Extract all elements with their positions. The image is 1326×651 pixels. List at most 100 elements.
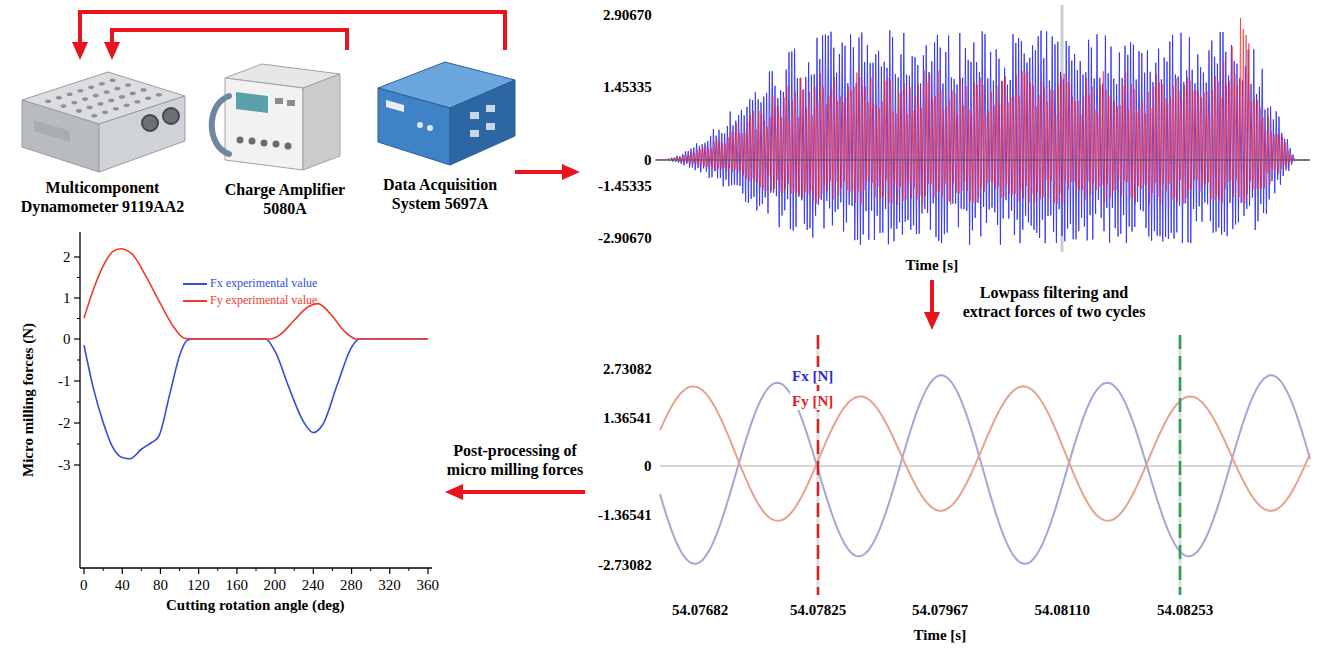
fx-processed-curve bbox=[84, 339, 428, 459]
mounting-hole bbox=[108, 99, 114, 103]
charge-amplifier-illustration bbox=[212, 64, 340, 170]
amplifier-port bbox=[237, 137, 244, 144]
mounting-hole bbox=[82, 97, 88, 101]
mounting-hole bbox=[130, 92, 136, 96]
axis-tick bbox=[74, 256, 80, 257]
legend-text: Fy experimental value bbox=[210, 293, 317, 307]
axis-tick-label: -2 bbox=[58, 414, 71, 432]
axis-tick bbox=[389, 568, 390, 574]
axis-tick bbox=[198, 568, 199, 574]
mounting-hole bbox=[45, 100, 51, 104]
mounting-hole bbox=[93, 94, 99, 98]
zero-line bbox=[655, 160, 1310, 161]
axis-tick bbox=[74, 297, 80, 298]
flow-arrow bbox=[80, 12, 505, 50]
mounting-hole bbox=[102, 110, 108, 114]
axis-tick bbox=[83, 568, 84, 574]
axis-tick-label: 2.90670 bbox=[603, 6, 652, 24]
axis-tick bbox=[74, 338, 80, 339]
axis-tick-label: 200 bbox=[264, 576, 287, 594]
node-text: Multicomponent Dynamometer 9119AA2 bbox=[10, 178, 195, 216]
axis-minor-tick bbox=[370, 568, 371, 571]
daq-badge bbox=[386, 100, 404, 112]
axis-tick-label: 0 bbox=[80, 576, 88, 594]
axis-tick-label: -1.36541 bbox=[598, 506, 652, 524]
axis-minor-tick bbox=[77, 318, 80, 319]
axis-tick bbox=[236, 568, 237, 574]
axis-tick-label: 280 bbox=[340, 576, 363, 594]
amplifier-side bbox=[303, 74, 340, 170]
legend-entry: Fy experimental value bbox=[183, 293, 317, 307]
axis-minor-tick bbox=[332, 568, 333, 571]
daq-led bbox=[417, 122, 423, 128]
axis-minor-tick bbox=[77, 277, 80, 278]
axis-tick bbox=[351, 568, 352, 574]
axis-tick-label: 160 bbox=[225, 576, 248, 594]
axis-minor-tick bbox=[77, 360, 80, 361]
mounting-hole bbox=[76, 109, 82, 113]
data-acquisition-illustration bbox=[378, 62, 515, 165]
filtered-force-chart: Fx [N] Fy [N] Time [s] bbox=[585, 330, 1315, 645]
dynamometer-side bbox=[22, 100, 99, 172]
axis-tick-label: 80 bbox=[153, 576, 168, 594]
legend-line-sample bbox=[183, 283, 207, 285]
mounting-hole bbox=[134, 100, 140, 104]
mounting-hole bbox=[114, 87, 120, 91]
axis-tick bbox=[427, 568, 428, 574]
axis-tick bbox=[122, 568, 123, 574]
axis-title: Time [s] bbox=[914, 626, 967, 644]
axis-tick-label: 54.08253 bbox=[1157, 601, 1213, 619]
y-axis bbox=[79, 232, 80, 568]
axis-tick-label: 0 bbox=[63, 330, 71, 348]
axis-tick-label: 120 bbox=[187, 576, 210, 594]
series-label: Fy [N] bbox=[790, 392, 835, 410]
mounting-hole bbox=[156, 93, 162, 97]
axis-title: Micro milling forces (N) bbox=[19, 323, 37, 477]
axis-tick-label: 2 bbox=[63, 248, 71, 266]
axis-tick bbox=[74, 422, 80, 423]
axis-tick-label: -1 bbox=[58, 372, 71, 390]
axis-tick-label: 1.45335 bbox=[603, 78, 652, 96]
legend-line-sample bbox=[183, 300, 207, 302]
daq-led bbox=[427, 125, 433, 131]
axis-tick-label: 54.07825 bbox=[790, 601, 846, 619]
mounting-hole bbox=[56, 96, 62, 100]
node-text: Data Acquisition System 5697A bbox=[365, 175, 515, 213]
axis-tick-label: -1.45335 bbox=[598, 177, 652, 195]
dynamometer-device: Multicomponent Dynamometer 9119AA2 bbox=[10, 60, 195, 216]
axis-tick bbox=[313, 568, 314, 574]
axis-tick bbox=[160, 568, 161, 574]
dynamometer-plate bbox=[34, 120, 70, 142]
axis-tick-label: -2.73082 bbox=[598, 556, 652, 574]
amplifier-front bbox=[225, 78, 303, 170]
series-label: Fx [N] bbox=[790, 367, 835, 385]
mounting-hole bbox=[97, 102, 103, 106]
amplifier-button bbox=[287, 100, 295, 106]
axis-minor-tick bbox=[179, 568, 180, 571]
amplifier-display bbox=[236, 92, 268, 113]
flow-arrow bbox=[112, 30, 347, 50]
connector-socket bbox=[163, 108, 179, 124]
fy-processed-curve bbox=[84, 249, 428, 339]
mounting-hole bbox=[61, 104, 67, 108]
axis-tick-label: 360 bbox=[417, 576, 440, 594]
step-label: Post-processing of micro milling forces bbox=[440, 441, 590, 479]
daq-front bbox=[378, 88, 450, 165]
mounting-hole bbox=[140, 88, 146, 92]
flow-arrow bbox=[515, 170, 570, 174]
zero-line bbox=[660, 465, 1310, 466]
axis-tick-label: 0 bbox=[644, 457, 652, 475]
raw-force-chart: Time [s] bbox=[580, 5, 1315, 280]
axis-tick bbox=[74, 464, 80, 465]
axis-tick bbox=[275, 568, 276, 574]
mounting-hole bbox=[87, 106, 93, 110]
amplifier-port bbox=[261, 140, 268, 147]
mounting-holes bbox=[45, 79, 162, 118]
axis-minor-tick bbox=[77, 402, 80, 403]
axis-tick bbox=[74, 380, 80, 381]
mounting-hole bbox=[110, 79, 116, 83]
amplifier-port bbox=[249, 138, 256, 145]
axis-tick-label: 54.07967 bbox=[912, 601, 968, 619]
mounting-hole bbox=[145, 96, 151, 100]
